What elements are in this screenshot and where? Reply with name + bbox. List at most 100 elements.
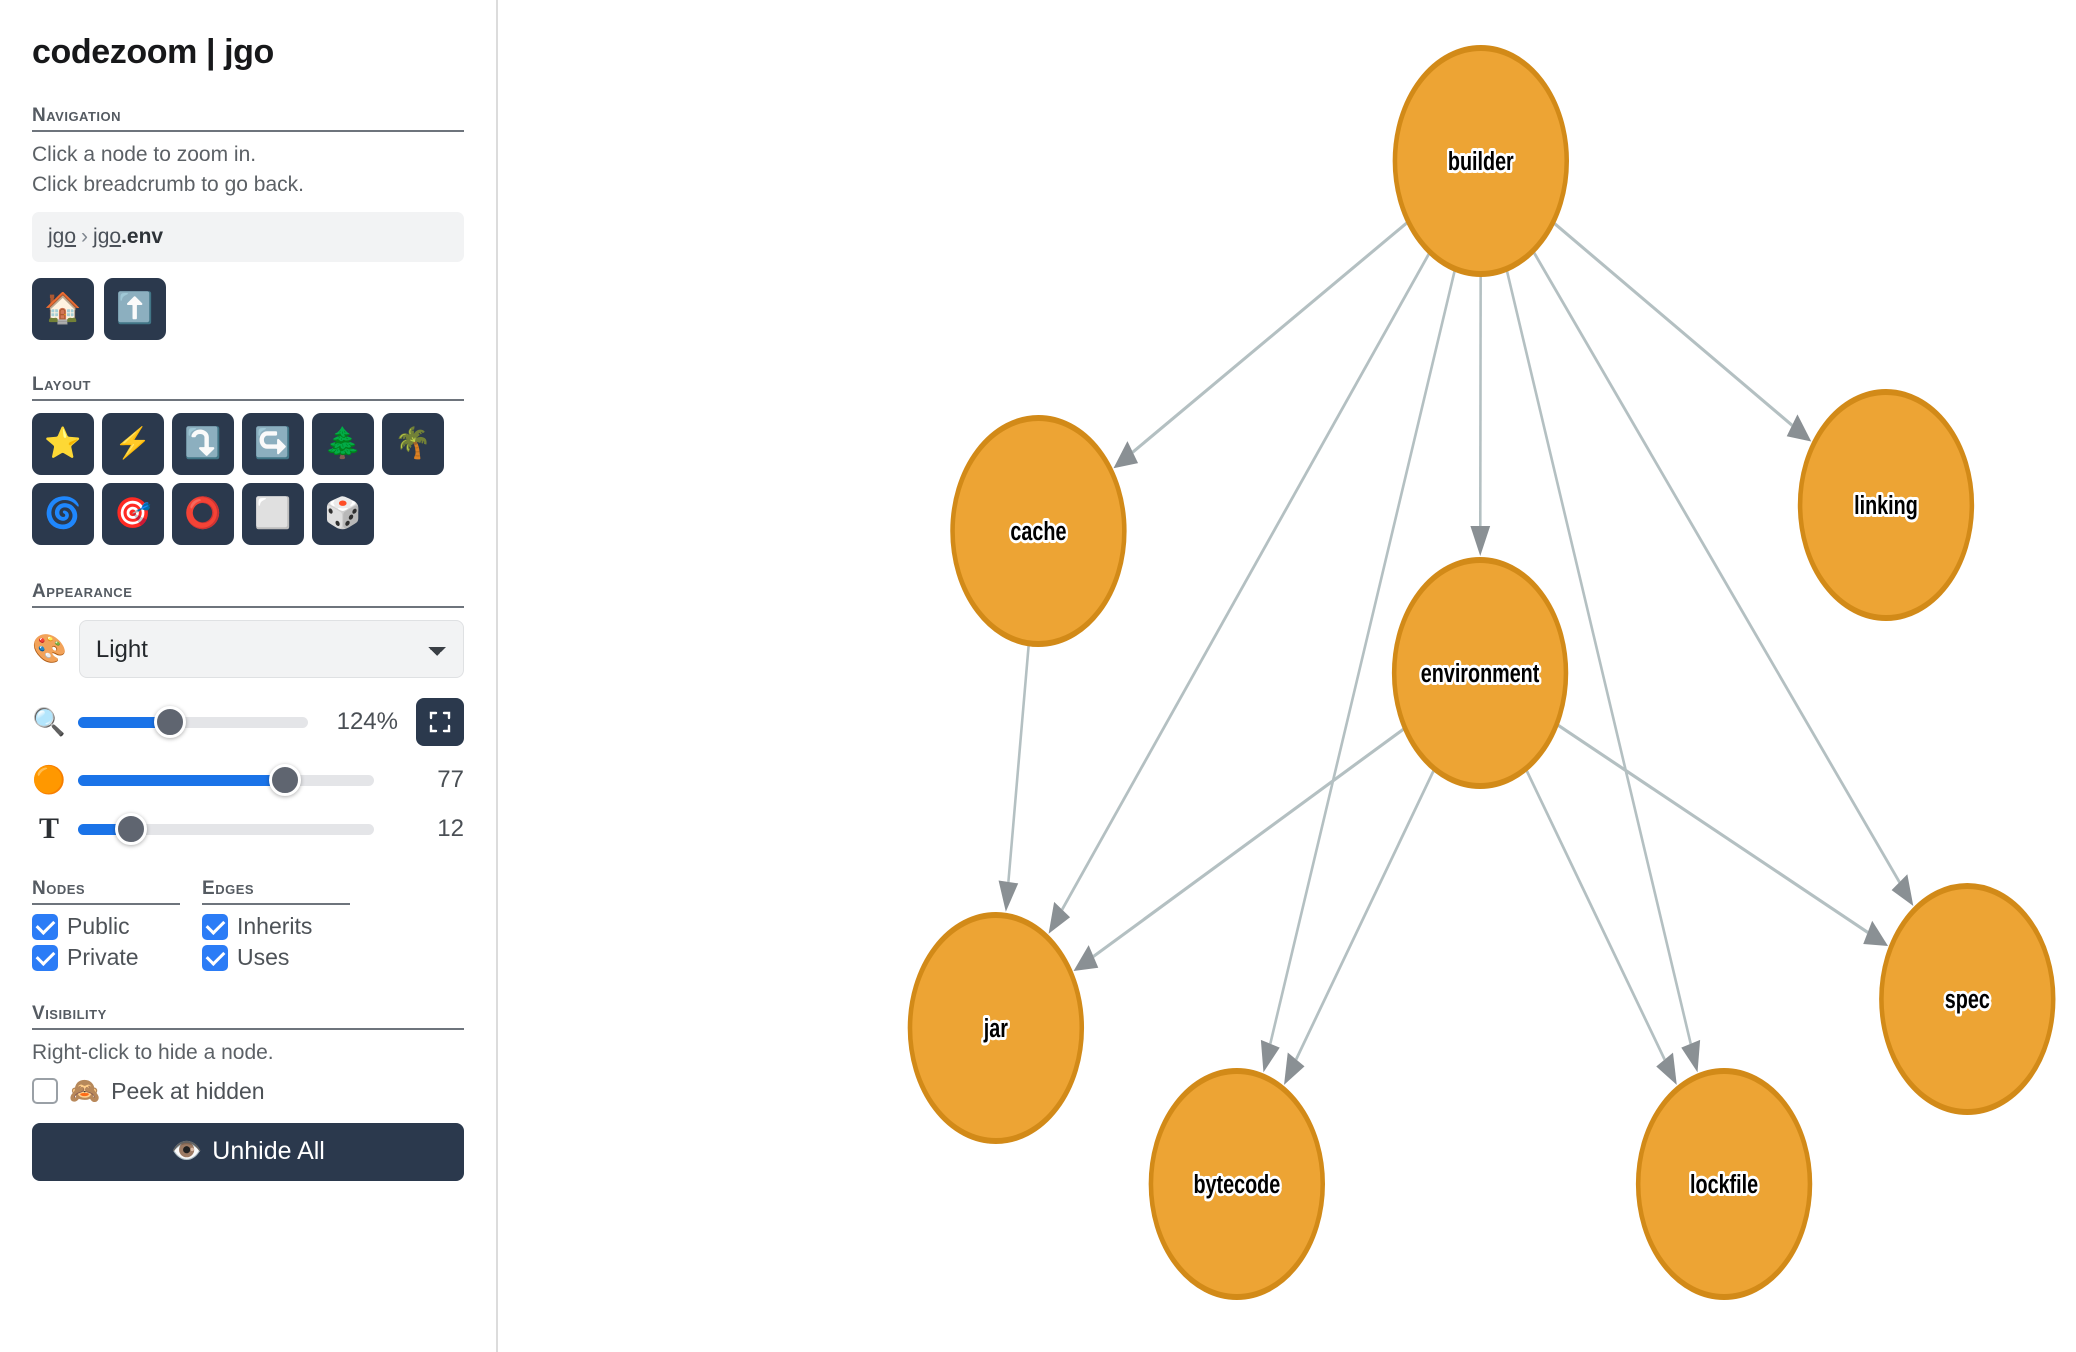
layout-circle-button[interactable]: ⭕ <box>172 483 234 546</box>
layout-star-button[interactable]: ⭐ <box>32 413 94 476</box>
dart-icon: 🎯 <box>114 497 152 531</box>
layout-tree-button[interactable]: 🌲 <box>312 413 374 476</box>
graph-node[interactable]: linking <box>1797 389 1975 621</box>
theme-select[interactable]: Light Dark <box>78 620 464 679</box>
layout-palm-button[interactable]: 🌴 <box>382 413 444 476</box>
graph-edge-arrowhead <box>1681 1039 1701 1073</box>
graph-canvas[interactable]: builder cache linking environment jar spec byt… <box>498 0 2076 1352</box>
edges-filter-uses-checkbox[interactable] <box>202 944 228 971</box>
graph-edge-arrowhead <box>998 880 1019 912</box>
layout-section: Layout ⭐ ⚡ ⤵️ ↪️ 🌲 🌴 🌀 🎯 ⭕ ⬜ 🎲 <box>32 374 464 546</box>
fullscreen-button[interactable] <box>416 698 464 747</box>
navigation-hint-1: Click a node to zoom in. <box>32 143 257 167</box>
nodes-filter-column: Nodes Public Private <box>32 878 180 971</box>
graph-node-circle[interactable] <box>1879 883 2056 1115</box>
graph-node-circle[interactable] <box>907 912 1085 1144</box>
spiral-icon: 🌀 <box>44 497 82 531</box>
peek-at-hidden-label: Peek at hidden <box>111 1077 265 1104</box>
nodes-filter-private-label: Private <box>67 944 139 971</box>
nodes-filter-public-checkbox[interactable] <box>32 913 58 940</box>
breadcrumb-current-leaf: env <box>126 225 164 249</box>
visibility-section: Visibility Right-click to hide a node. 🙈… <box>32 1003 464 1181</box>
nodes-filter-public-label: Public <box>67 913 130 940</box>
graph-node[interactable]: environment <box>1391 557 1569 789</box>
node-size-slider-handle[interactable] <box>269 764 302 797</box>
layout-spiral-button[interactable]: 🌀 <box>32 483 94 546</box>
graph-node-circle[interactable] <box>950 415 1127 647</box>
graph-edge <box>1532 251 1901 884</box>
arrow-down-right-icon: ⤵️ <box>184 427 222 461</box>
hollow-red-circle-icon: ⭕ <box>184 497 222 531</box>
graph-node[interactable]: spec <box>1879 883 2056 1115</box>
graph-node[interactable]: builder <box>1392 45 1570 277</box>
graph-edge-arrowhead <box>1073 945 1099 972</box>
layout-fast-button[interactable]: ⚡ <box>102 413 164 476</box>
graph-edge-arrowhead <box>1656 1052 1677 1085</box>
palette-icon: 🎨 <box>32 633 67 665</box>
star-icon: ⭐ <box>44 427 82 461</box>
graph-edge-arrowhead <box>1113 441 1139 469</box>
breadcrumb-separator: › <box>81 225 89 249</box>
graph-edge <box>1295 769 1435 1061</box>
node-size-slider[interactable] <box>78 764 374 797</box>
layout-down-right-button[interactable]: ⤵️ <box>172 413 234 476</box>
graph-edge-arrowhead <box>1048 901 1071 934</box>
see-no-evil-monkey-icon: 🙈 <box>69 1076 101 1105</box>
font-size-slider[interactable] <box>78 813 374 846</box>
layout-target-button[interactable]: 🎯 <box>102 483 164 546</box>
zoom-slider-handle[interactable] <box>154 706 186 739</box>
graph-node-circle[interactable] <box>1635 1068 1813 1300</box>
edges-filter-inherits-checkbox[interactable] <box>202 913 228 940</box>
page-title: codezoom | jgo <box>32 33 274 71</box>
font-size-slider-handle[interactable] <box>115 813 148 846</box>
graph-node[interactable]: jar <box>907 912 1085 1144</box>
graph-edge <box>1007 645 1030 883</box>
graph-edge-arrowhead <box>1260 1039 1280 1073</box>
graph-edge <box>1557 723 1869 934</box>
layout-loop-button[interactable]: ↪️ <box>242 413 304 476</box>
navigation-section: Navigation Click a node to zoom in. Clic… <box>32 105 464 341</box>
up-button[interactable]: ⬆️ <box>104 278 166 341</box>
graph-node[interactable]: cache <box>950 415 1127 647</box>
peek-at-hidden-checkbox[interactable] <box>32 1078 58 1105</box>
graph-edge <box>1269 270 1456 1045</box>
edges-filter-uses-row[interactable]: Uses <box>202 944 350 971</box>
dependency-graph[interactable]: builder cache linking environment jar spec byt… <box>498 0 2076 1352</box>
layout-button-grid: ⭐ ⚡ ⤵️ ↪️ 🌲 🌴 🌀 🎯 ⭕ ⬜ 🎲 <box>32 413 464 546</box>
home-button[interactable]: 🏠 <box>32 278 94 341</box>
visibility-heading: Visibility <box>32 1003 464 1031</box>
breadcrumb-dot: . <box>121 225 127 249</box>
up-arrow-icon: ⬆️ <box>116 292 154 326</box>
graph-node-circle[interactable] <box>1148 1068 1326 1300</box>
graph-node[interactable]: lockfile <box>1635 1068 1813 1300</box>
layout-grid-button[interactable]: ⬜ <box>242 483 304 546</box>
zoom-value: 124% <box>336 708 398 736</box>
nodes-filter-private-row[interactable]: Private <box>32 944 180 971</box>
graph-node-circle[interactable] <box>1392 45 1570 277</box>
edges-filter-inherits-row[interactable]: Inherits <box>202 913 350 940</box>
arrow-right-hook-icon: ↪️ <box>254 427 292 461</box>
nodes-filter-public-row[interactable]: Public <box>32 913 180 940</box>
lightning-icon: ⚡ <box>114 427 152 461</box>
nodes-filter-private-checkbox[interactable] <box>32 944 58 971</box>
graph-edge <box>1505 270 1692 1045</box>
graph-node-circle[interactable] <box>1391 557 1569 789</box>
text-size-icon: T <box>38 812 59 846</box>
graph-node[interactable]: bytecode <box>1148 1068 1326 1300</box>
white-square-icon: ⬜ <box>254 497 292 531</box>
graph-node-circle[interactable] <box>1797 389 1975 621</box>
layout-random-button[interactable]: 🎲 <box>312 483 374 546</box>
navigation-buttons: 🏠 ⬆️ <box>32 278 464 341</box>
unhide-all-button[interactable]: 👁️ Unhide All <box>32 1122 464 1181</box>
edges-filter-uses-label: Uses <box>237 944 290 971</box>
evergreen-tree-icon: 🌲 <box>324 427 362 461</box>
zoom-slider[interactable] <box>78 706 308 739</box>
node-size-slider-row: 🟠 77 <box>32 764 464 797</box>
breadcrumb-root[interactable]: jgo <box>48 225 77 249</box>
peek-at-hidden-row[interactable]: 🙈 Peek at hidden <box>32 1078 464 1105</box>
breadcrumb-current-package[interactable]: jgo <box>93 225 122 249</box>
zoom-slider-row: 🔍 124% <box>32 698 464 747</box>
graph-edge-arrowhead <box>1284 1052 1305 1085</box>
zoom-slider-fill <box>78 716 170 728</box>
